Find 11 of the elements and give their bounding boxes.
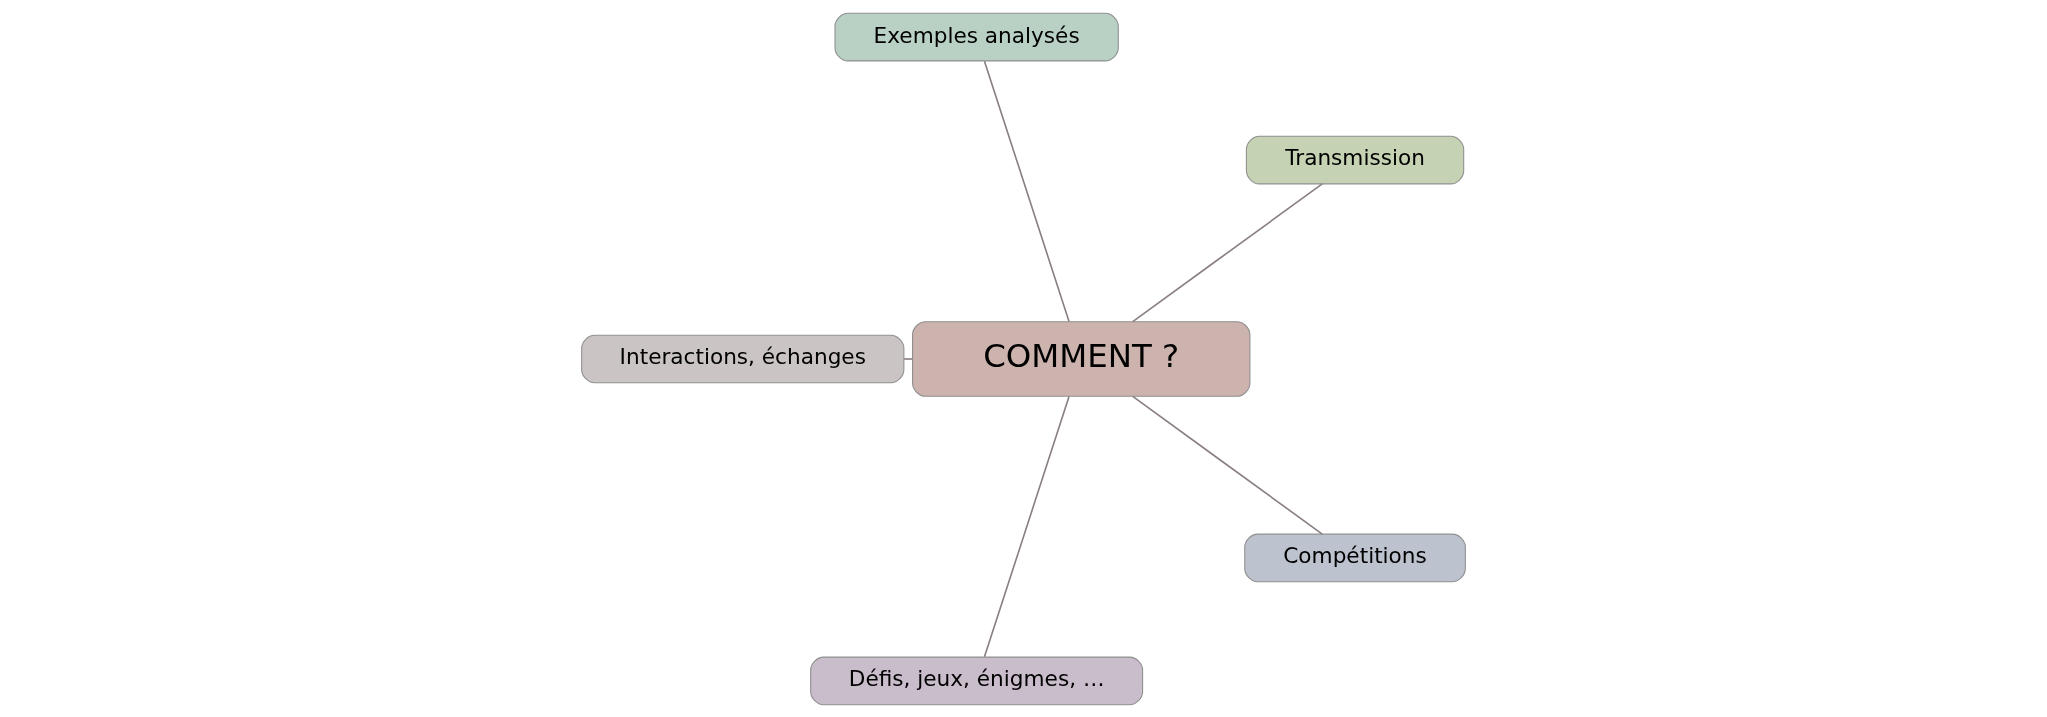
connector (1131, 395, 1324, 535)
node-box: Interactions, échanges (581, 334, 905, 383)
node-box: Exemples analysés (834, 12, 1119, 61)
node-box: Transmission (1245, 135, 1465, 184)
node-box: Défis, jeux, énigmes, … (810, 656, 1144, 705)
node-box: Compétitions (1244, 533, 1466, 582)
connector (983, 59, 1070, 322)
connector (903, 357, 914, 360)
node-box: COMMENT ? (912, 320, 1251, 397)
connector (1131, 182, 1324, 322)
connector (983, 395, 1070, 658)
